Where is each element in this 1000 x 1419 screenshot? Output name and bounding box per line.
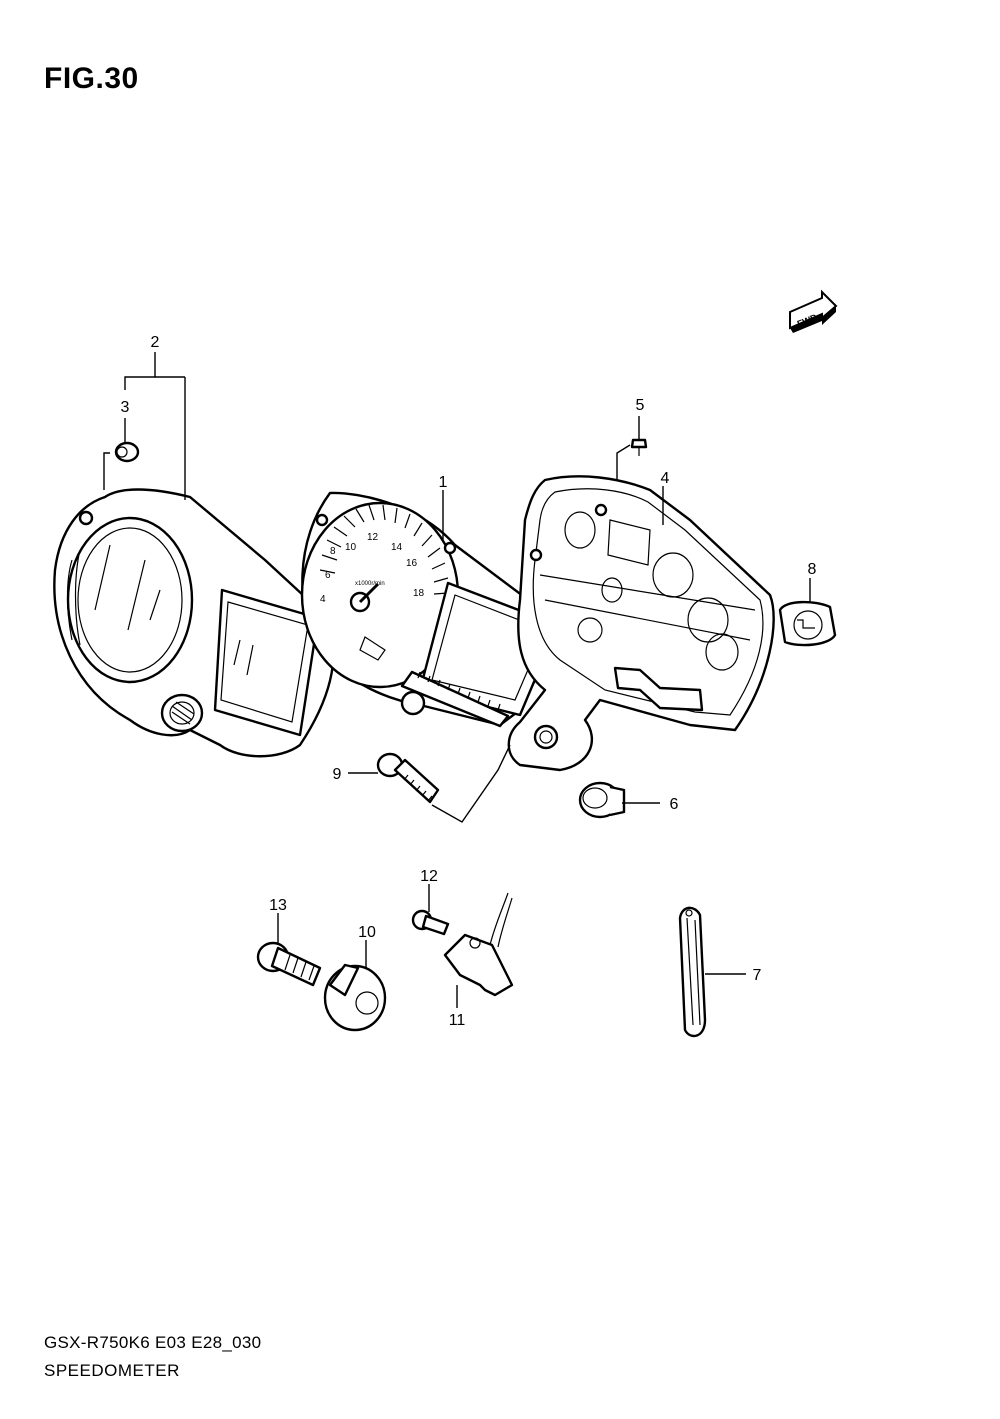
callout-10: 10	[358, 924, 376, 941]
callout-8: 8	[808, 561, 817, 578]
scale-label-4: 4	[320, 594, 326, 605]
callout-6: 6	[670, 796, 679, 813]
screw-part	[630, 438, 648, 456]
scale-label-8: 8	[330, 546, 336, 557]
grommet-part	[114, 441, 140, 463]
figure-title: FIG.30	[44, 62, 139, 95]
bolt-part	[376, 752, 440, 804]
callout-numbers: 1 2 3 4 5 6 7 8 9 10 11 12 13	[121, 334, 817, 1029]
scale-label-10: 10	[345, 542, 357, 553]
collar-bolt-part	[256, 941, 322, 987]
sensor-bolt-part	[411, 909, 450, 936]
callout-1: 1	[439, 474, 448, 491]
forward-arrow-icon: FWD	[789, 289, 838, 333]
callout-11: 11	[449, 1012, 466, 1029]
damper-part	[323, 963, 387, 1032]
callout-3: 3	[121, 399, 130, 416]
section-name-label: SPEEDOMETER	[44, 1361, 180, 1380]
callout-7: 7	[753, 967, 762, 984]
model-code-label: GSX-R750K6 E03 E28_030	[44, 1333, 262, 1352]
scale-label-18: 18	[413, 588, 425, 599]
lower-case-part	[507, 475, 775, 772]
scale-label-16: 16	[406, 558, 418, 569]
callout-12: 12	[420, 868, 438, 885]
callout-2: 2	[151, 334, 160, 351]
meter-cover-part	[53, 488, 335, 758]
callout-5: 5	[636, 397, 645, 414]
tach-unit-label: x1000r/min	[355, 581, 385, 587]
scale-label-6: 6	[325, 570, 331, 581]
scale-label-12: 12	[367, 532, 379, 543]
speed-sensor-part	[443, 892, 514, 997]
scale-label-14: 14	[391, 542, 403, 553]
clamp-part	[678, 906, 707, 1038]
callout-13: 13	[269, 897, 287, 914]
cushion-part	[578, 781, 626, 819]
callout-4: 4	[661, 470, 670, 487]
leader-lines	[103, 352, 811, 1008]
cap-part	[778, 600, 837, 647]
callout-9: 9	[333, 766, 342, 783]
